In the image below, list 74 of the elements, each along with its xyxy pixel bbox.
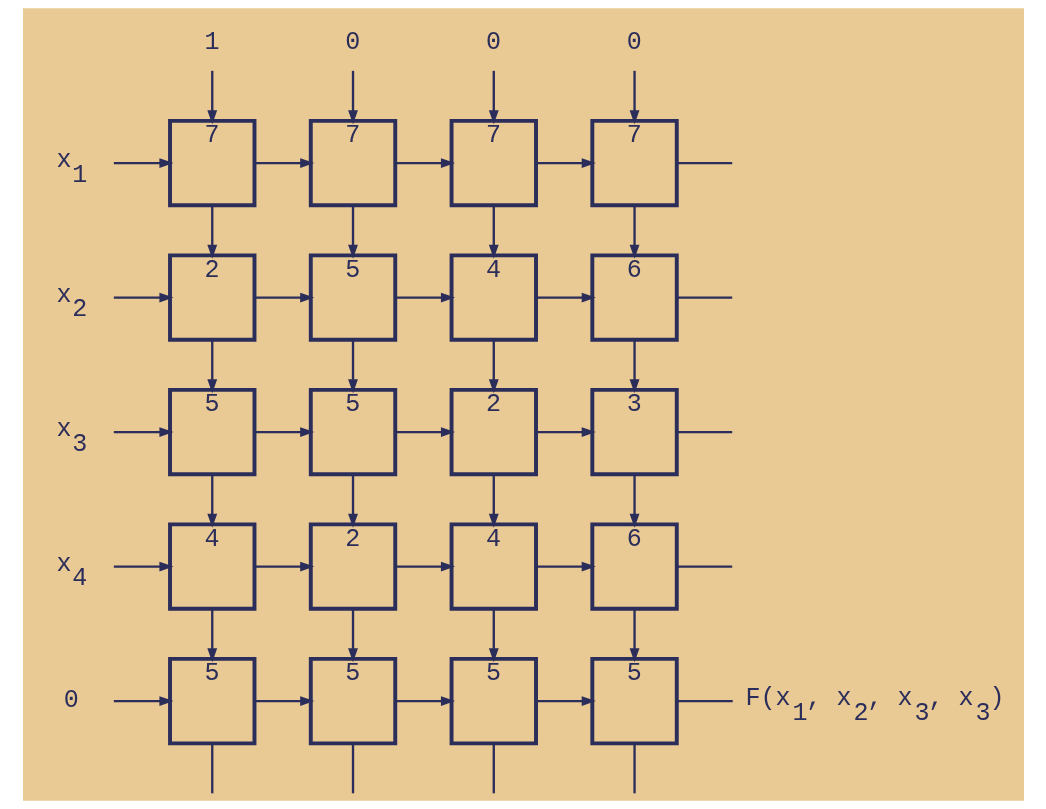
- arrow: [206, 205, 217, 259]
- arrow: [347, 474, 358, 528]
- arrow: [535, 158, 596, 168]
- arrow: [488, 205, 499, 259]
- connector: [632, 743, 636, 794]
- node-text: 0: [485, 27, 501, 57]
- arrow: [254, 561, 314, 572]
- node-box: 7: [308, 118, 397, 208]
- connector: [676, 161, 732, 165]
- arrow: [347, 609, 358, 663]
- arrow: [206, 70, 217, 125]
- arrow: [629, 474, 639, 528]
- arrow: [347, 205, 358, 259]
- node-box: 5: [308, 656, 397, 746]
- arrow: [254, 427, 314, 438]
- node-box: 4: [449, 522, 538, 611]
- arrow: [394, 158, 455, 168]
- arrow: [394, 292, 455, 303]
- node-box: 5: [449, 656, 538, 746]
- node-text: 0: [626, 27, 642, 57]
- node-box: 5: [308, 253, 397, 342]
- node-box: 7: [589, 118, 679, 208]
- arrow: [347, 340, 358, 394]
- arrow: [535, 696, 596, 707]
- arrow: [394, 696, 455, 707]
- connector: [676, 565, 732, 568]
- node-box: 3: [589, 387, 679, 477]
- connector: [676, 699, 733, 703]
- arrow: [629, 609, 639, 663]
- connector: [492, 743, 495, 794]
- node-text: 1: [203, 27, 219, 57]
- arrow: [629, 340, 639, 394]
- arrow: [488, 70, 499, 125]
- arrow: [394, 427, 455, 438]
- connector: [676, 430, 732, 434]
- connector: [676, 296, 732, 299]
- node-box: 6: [589, 522, 679, 611]
- node-box: 2: [167, 253, 256, 342]
- node-box: 2: [449, 387, 538, 477]
- arrow: [254, 696, 314, 707]
- arrow: [254, 158, 314, 168]
- node-box: 2: [308, 522, 397, 611]
- arrow: [113, 158, 173, 168]
- node-text: 0: [344, 27, 360, 57]
- node-box: 4: [449, 253, 538, 342]
- arrow: [206, 609, 217, 663]
- arrow: [206, 474, 217, 528]
- arrow: [535, 292, 596, 303]
- arrow: [629, 70, 639, 125]
- node-box: 5: [167, 387, 256, 477]
- arrow: [113, 292, 173, 303]
- arrow: [113, 561, 173, 572]
- arrow: [629, 205, 639, 259]
- arrow: [206, 340, 217, 394]
- node-box: 7: [449, 118, 538, 208]
- arrow: [113, 427, 174, 438]
- node-box: 5: [308, 387, 397, 477]
- node-box: 5: [589, 656, 679, 746]
- arrow: [254, 292, 314, 303]
- connector: [210, 743, 213, 794]
- arrow: [488, 474, 499, 528]
- arrow: [347, 70, 358, 125]
- arrow: [113, 696, 173, 707]
- node-box: 5: [167, 656, 256, 746]
- arrow: [488, 609, 499, 663]
- arrow: [394, 561, 455, 572]
- arrow: [535, 561, 596, 572]
- node-box: 7: [167, 118, 256, 208]
- node-box: 4: [167, 522, 256, 611]
- node-text: 0: [63, 686, 79, 716]
- connector: [351, 743, 354, 794]
- node-box: 6: [589, 253, 679, 342]
- arrow: [535, 427, 596, 438]
- arrow: [488, 340, 499, 394]
